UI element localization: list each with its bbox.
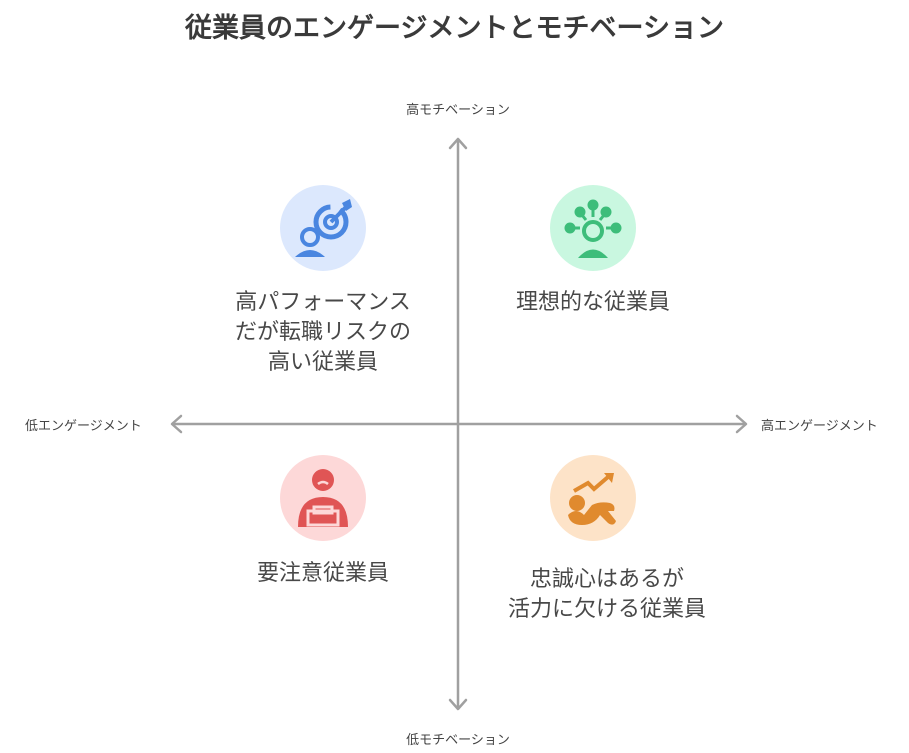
quadrant-at-risk-employee: 要注意従業員 <box>193 559 453 589</box>
quadrant-text-line: 高パフォーマンス <box>235 290 411 315</box>
diagram-title: 従業員のエンゲージメントとモチベーション <box>185 13 724 44</box>
arrow-up-icon <box>448 137 468 150</box>
quadrant-text-line: 要注意従業員 <box>256 561 389 586</box>
axis-label-high-engagement: 高エンゲージメント <box>761 419 878 434</box>
person-ideas-icon <box>550 185 636 271</box>
arrow-left-icon <box>170 414 183 434</box>
quadrant-text-line: 忠誠心はあるが <box>529 567 684 592</box>
arrow-right-icon <box>735 414 748 434</box>
quadrant-text-line: 活力に欠ける従業員 <box>507 597 706 622</box>
axis-label-low-motivation: 低モチベーション <box>406 733 510 748</box>
quadrant-text-line: だが転職リスクの <box>234 320 411 345</box>
quadrant-loyal-low-energy: 忠誠心はあるが 活力に欠ける従業員 <box>477 565 737 625</box>
axis-label-high-motivation: 高モチベーション <box>406 103 510 118</box>
quadrant-ideal-employee: 理想的な従業員 <box>463 288 723 318</box>
sad-person-icon <box>280 455 366 541</box>
axis-label-low-engagement: 低エンゲージメント <box>25 419 142 434</box>
quadrant-text-line: 高い従業員 <box>267 350 378 375</box>
person-target-icon <box>280 185 366 271</box>
tired-person-chart-icon <box>550 455 636 541</box>
arrow-down-icon <box>448 698 468 711</box>
quadrant-text-line: 理想的な従業員 <box>515 290 670 315</box>
quadrant-high-performance-at-risk: 高パフォーマンス だが転職リスクの 高い従業員 <box>193 288 453 378</box>
